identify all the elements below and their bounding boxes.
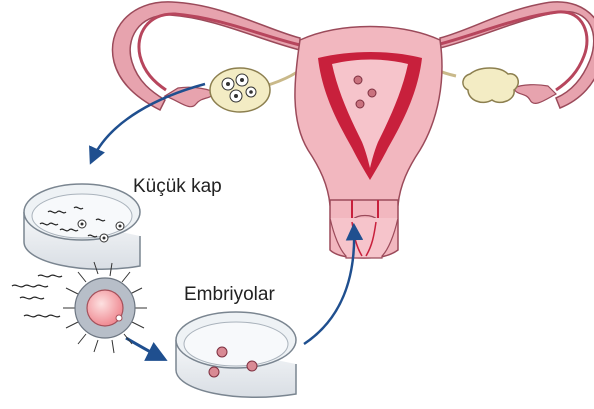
petri-dish-icon [24, 184, 140, 269]
right-fimbriae [514, 85, 556, 104]
embryo-icon [217, 347, 227, 357]
right-ovary-icon [463, 68, 518, 102]
uterus-illustration [112, 2, 594, 258]
sperm-icon [38, 275, 62, 277]
sperm-icon [20, 297, 44, 299]
embryo-dish-icon [176, 312, 296, 397]
embryos-label: Embriyolar [184, 284, 275, 306]
left-fimbriae [165, 87, 214, 106]
embryo-icon [209, 367, 219, 377]
embryo-icon [356, 100, 364, 108]
arrow-egg-to-embryo-dish [126, 338, 162, 358]
sperm-icon [12, 285, 48, 287]
embryo-icon [247, 361, 257, 371]
embryo-icon [368, 89, 376, 97]
small-dish-label: Küçük kap [133, 176, 222, 198]
embryo-icon [354, 76, 362, 84]
sperm-icon [24, 315, 60, 317]
left-ovary-icon [210, 68, 270, 112]
